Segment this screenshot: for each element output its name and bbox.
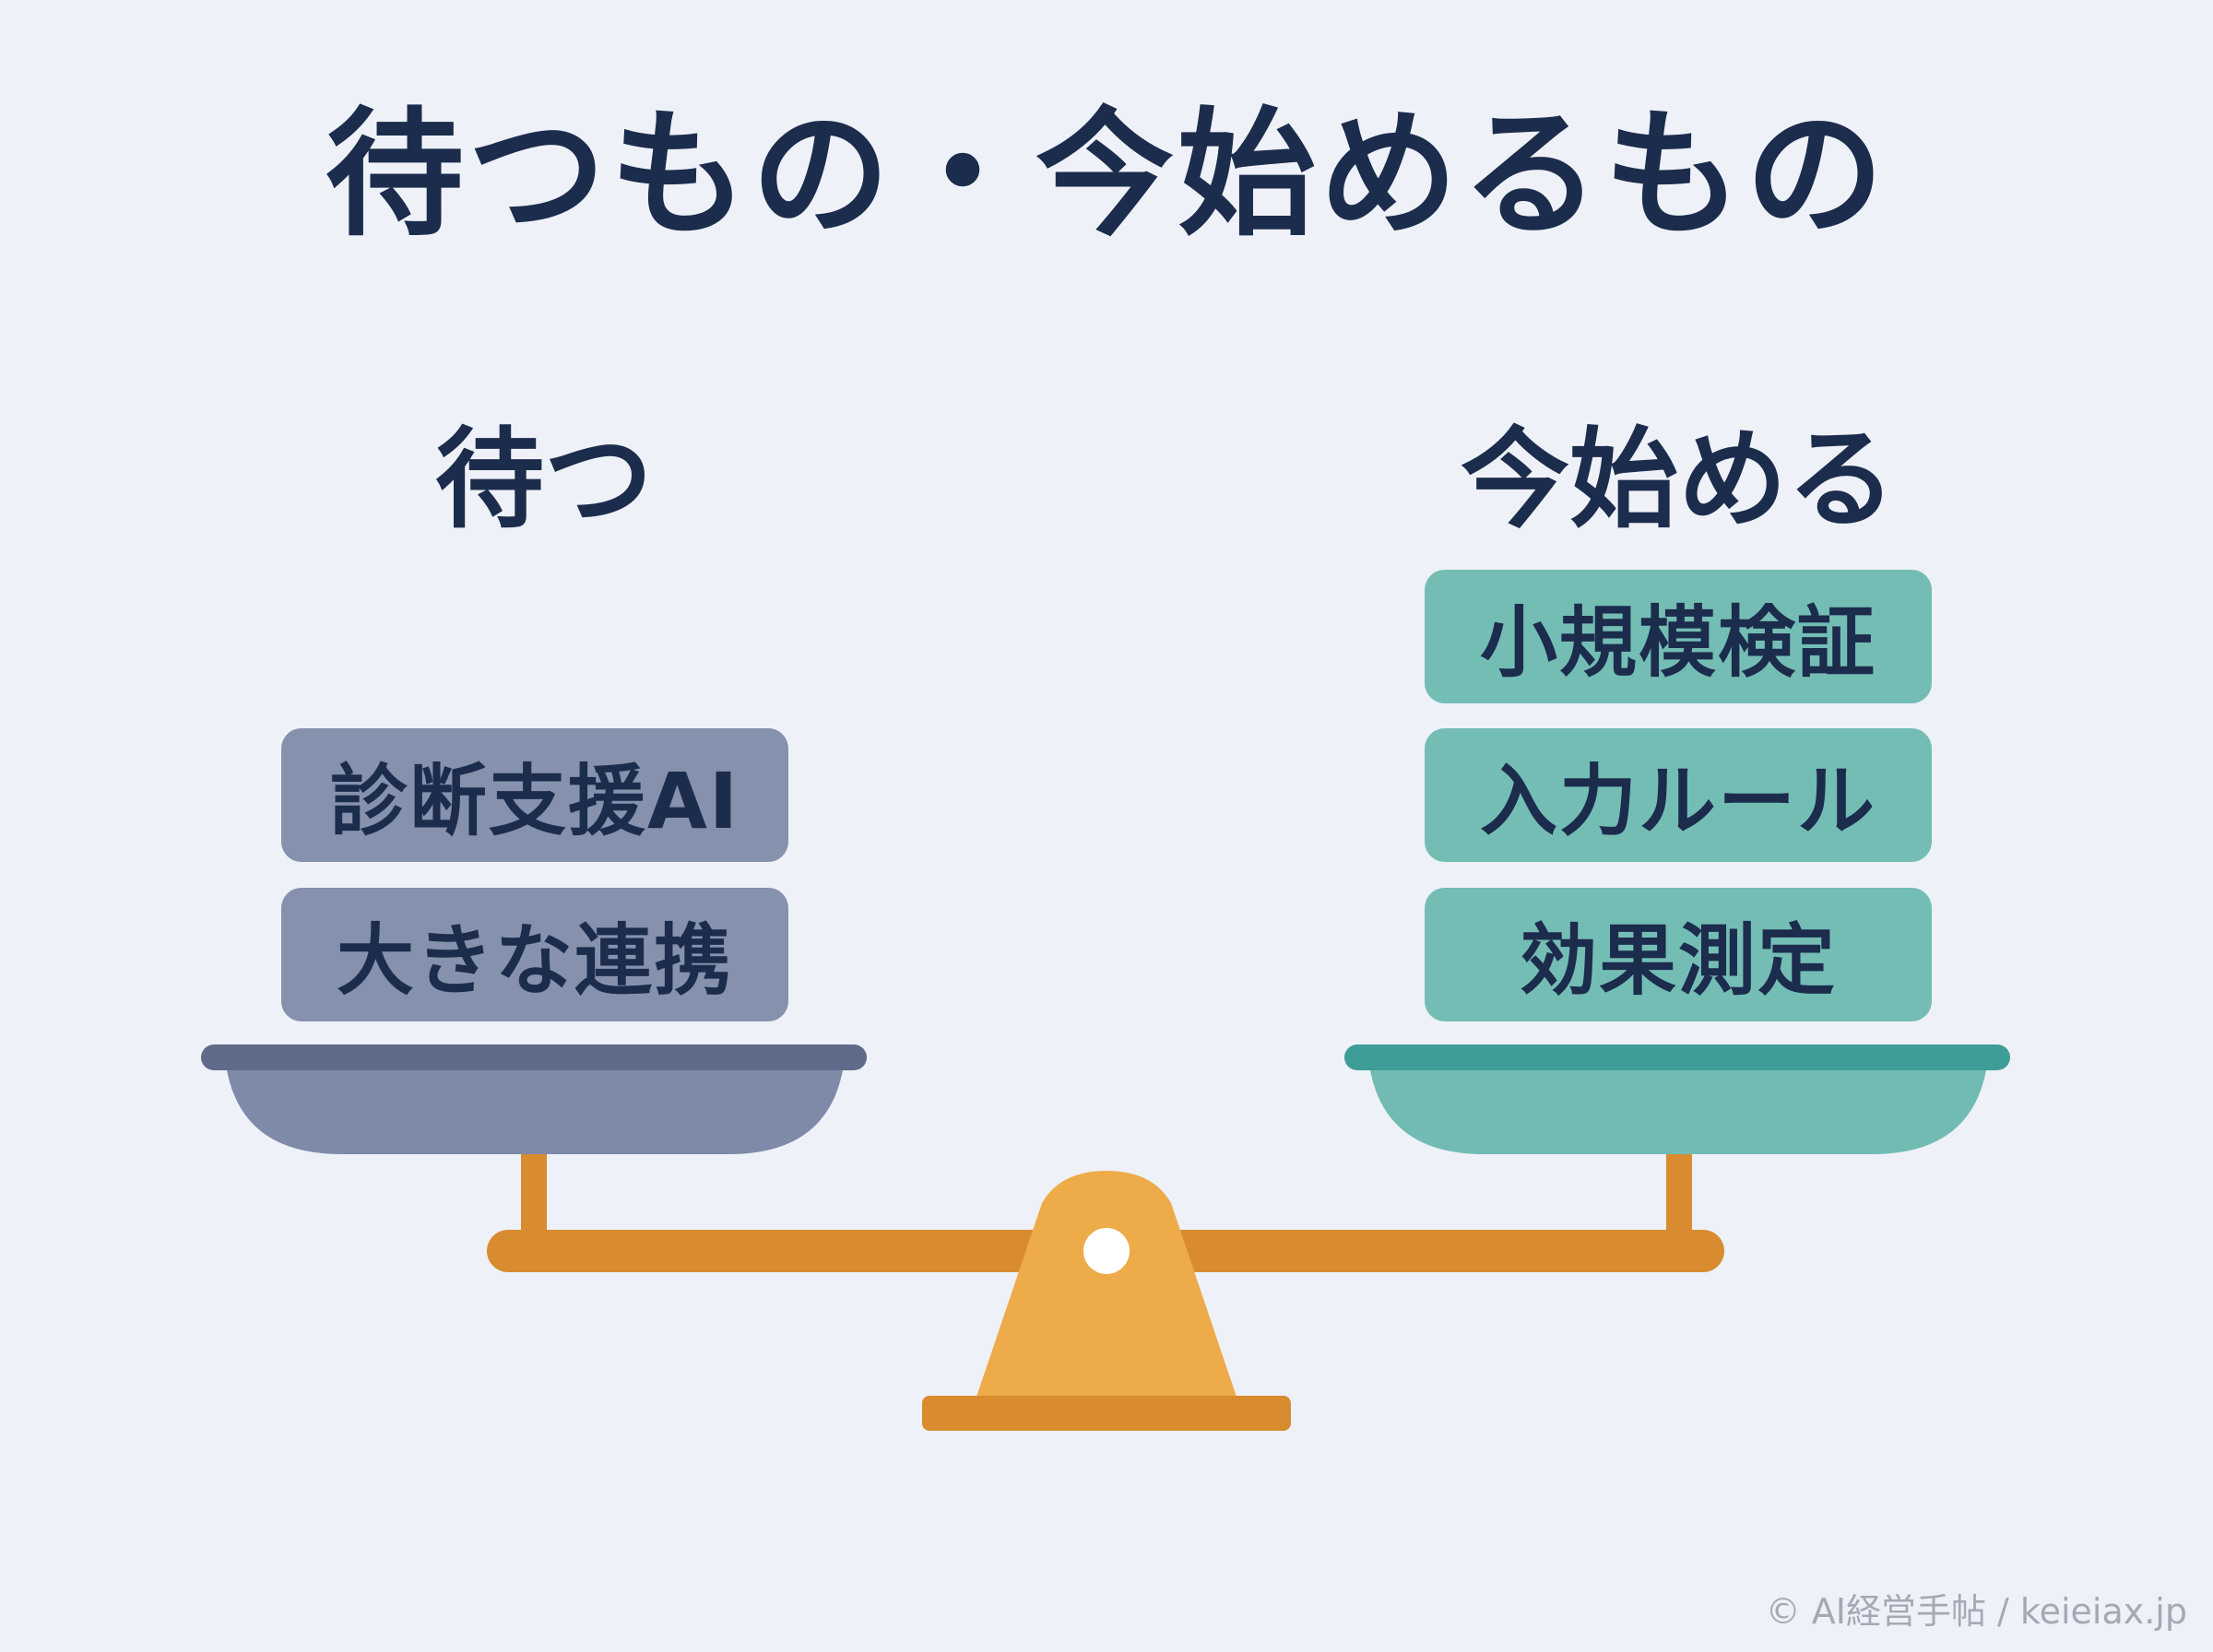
left-pan-rim [201, 1044, 867, 1070]
wait-item-large-integration: 大きな連携 [281, 888, 788, 1021]
start-now-heading: 今始める [1460, 416, 1896, 543]
fulcrum-pivot [1083, 1228, 1130, 1274]
copyright-text: © AI経営手帖 / keieiax.jp [1765, 1591, 2187, 1632]
start-item-small-verification: 小規模検証 [1425, 570, 1932, 703]
start-item-input-rules: 入力ルール [1425, 728, 1932, 862]
wait-item-diagnostic-ai: 診断支援AI [281, 728, 788, 862]
fulcrum-base [922, 1396, 1291, 1431]
start-item-effect-measurement: 効果測定 [1425, 888, 1932, 1021]
fulcrum [976, 1171, 1237, 1399]
left-pan [226, 1065, 844, 1154]
wait-heading: 待つ [434, 416, 653, 543]
right-pan [1369, 1065, 1987, 1154]
page-title: 待つもの・今始めるもの [325, 95, 1888, 255]
right-pan-rim [1344, 1044, 2010, 1070]
